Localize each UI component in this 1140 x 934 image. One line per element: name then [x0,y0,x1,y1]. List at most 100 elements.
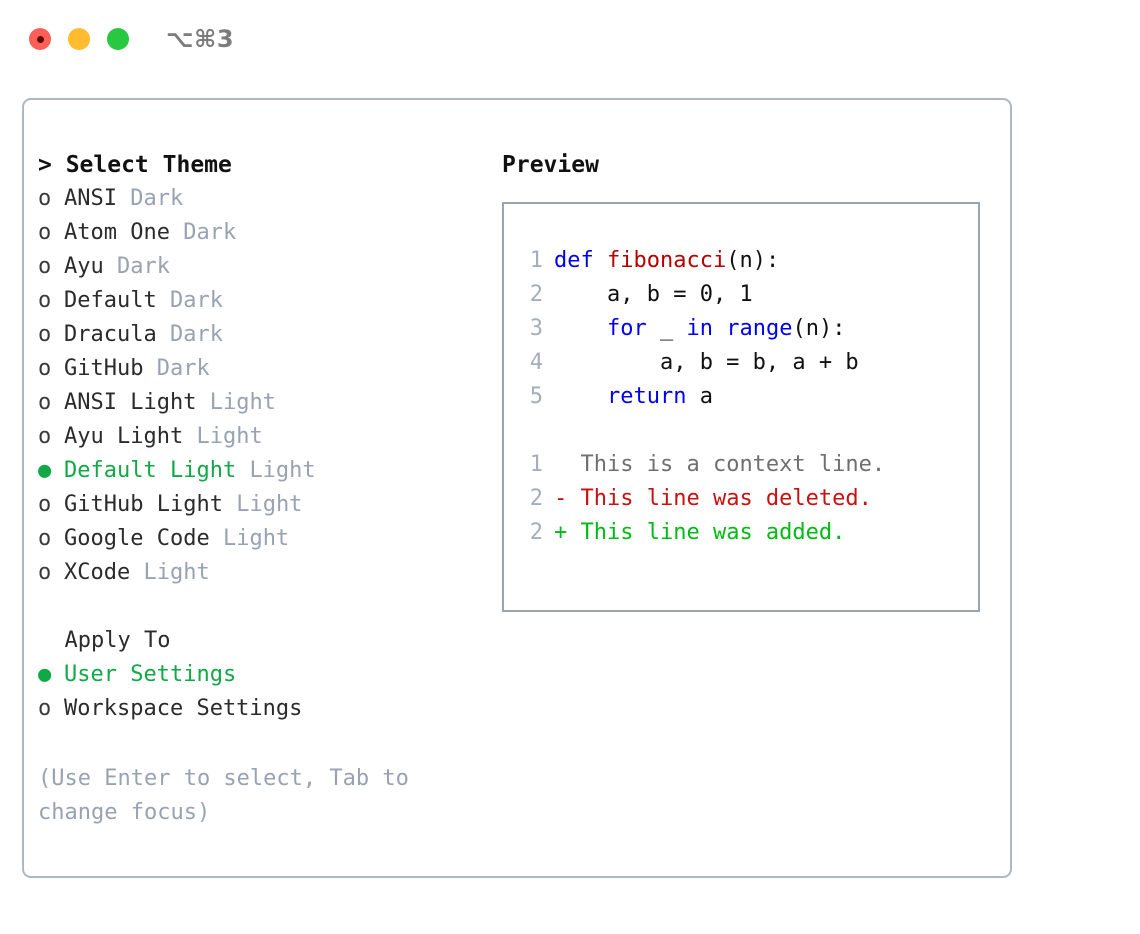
code-token: return [606,384,687,409]
diff-text: This line was added. [580,520,846,545]
code-line-number: 5 [529,384,543,409]
diff-marker: + [554,520,568,545]
spacer [196,390,209,415]
theme-option-category: Dark [156,356,210,381]
theme-option-name: XCode [64,560,131,585]
theme-option-category: Dark [169,322,223,347]
apply-to-header: Apply To [38,628,171,653]
diff-line: 1 This is a context line. [517,448,974,482]
radio-unselected-icon: o [38,220,52,245]
theme-option-row[interactable]: o Ayu Dark [38,250,478,284]
code-line: 3 for _ in range(n): [517,312,974,346]
theme-option-name: GitHub Light [64,492,223,517]
theme-option-category: Dark [130,186,184,211]
code-token: for [606,316,647,341]
radio-unselected-icon: o [38,322,52,347]
code-token [594,248,607,273]
code-line: 1 def fibonacci(n): [517,244,974,278]
diff-marker [554,452,567,477]
diff-text: This is a context line. [580,452,886,477]
code-line: 2 a, b = 0, 1 [517,278,974,312]
spacer [236,458,249,483]
theme-option-category: Dark [117,254,170,279]
code-token: (n): [726,248,780,273]
theme-option-name: Default Light [64,458,237,483]
radio-unselected-icon: o [38,254,52,279]
apply-to-option-name: User Settings [64,662,237,687]
radio-unselected-icon: o [38,424,52,449]
spacer [210,526,223,551]
code-token: def [554,248,594,273]
code-token [554,316,607,341]
theme-option-name: GitHub [64,356,144,381]
code-token: _ [646,316,687,341]
spacer [130,560,143,585]
window-titlebar: ⌥⌘3 [0,0,1140,78]
theme-option-name: Dracula [64,322,157,347]
code-line-number: 4 [529,350,543,375]
diff-line-number: 2 [529,486,543,511]
theme-option-row[interactable]: ●Default Light Light [38,454,478,488]
radio-unselected-icon: o [38,696,52,721]
diff-line: 2 + This line was added. [517,516,974,550]
diff-line-number: 1 [529,452,543,477]
select-theme-header: > Select Theme [38,152,232,178]
theme-option-category: Light [222,526,290,551]
diff-line-number: 2 [529,520,543,545]
radio-selected-icon: ● [38,662,52,687]
radio-unselected-icon: o [38,356,52,381]
close-window-button[interactable] [29,28,51,50]
spacer [567,520,580,545]
code-line-number: 3 [529,316,543,341]
maximize-window-button[interactable] [107,28,129,50]
spacer [117,186,130,211]
spacer [567,452,580,477]
spacer [157,322,170,347]
code-token: (n): [792,316,846,341]
spacer [567,486,580,511]
preview-header: Preview [502,152,599,178]
radio-unselected-icon: o [38,560,52,585]
apply-to-option-row[interactable]: ● User Settings [38,658,478,692]
spacer [143,356,156,381]
spacer [170,220,183,245]
theme-option-name: Default [64,288,157,313]
radio-unselected-icon: o [38,288,52,313]
theme-option-name: ANSI [64,186,117,211]
code-token: a [686,384,713,409]
spacer [104,254,117,279]
diff-marker: - [554,486,568,511]
theme-option-name: Ayu [64,254,104,279]
diff-text: This line was deleted. [580,486,872,511]
code-token: a, b = b, a + b [554,350,859,375]
diff-sample-lines: 1 This is a context line. 2- This line wa… [517,448,974,550]
theme-option-name: Atom One [64,220,170,245]
code-token: fibonacci [607,248,727,273]
code-token [713,316,726,341]
code-token: a, b = 0, 1 [554,282,753,307]
minimize-window-button[interactable] [68,28,90,50]
code-line-number: 1 [529,248,543,273]
spacer [157,288,170,313]
code-token: range [726,316,793,341]
theme-option-row[interactable]: o Dracula Dark [38,318,478,352]
keyboard-hint-text: (Use Enter to select, Tab to change focu… [38,766,409,825]
theme-option-category: Light [209,390,276,415]
code-diff-spacer [517,414,974,448]
theme-option-row[interactable]: o GitHub Dark [38,352,478,386]
